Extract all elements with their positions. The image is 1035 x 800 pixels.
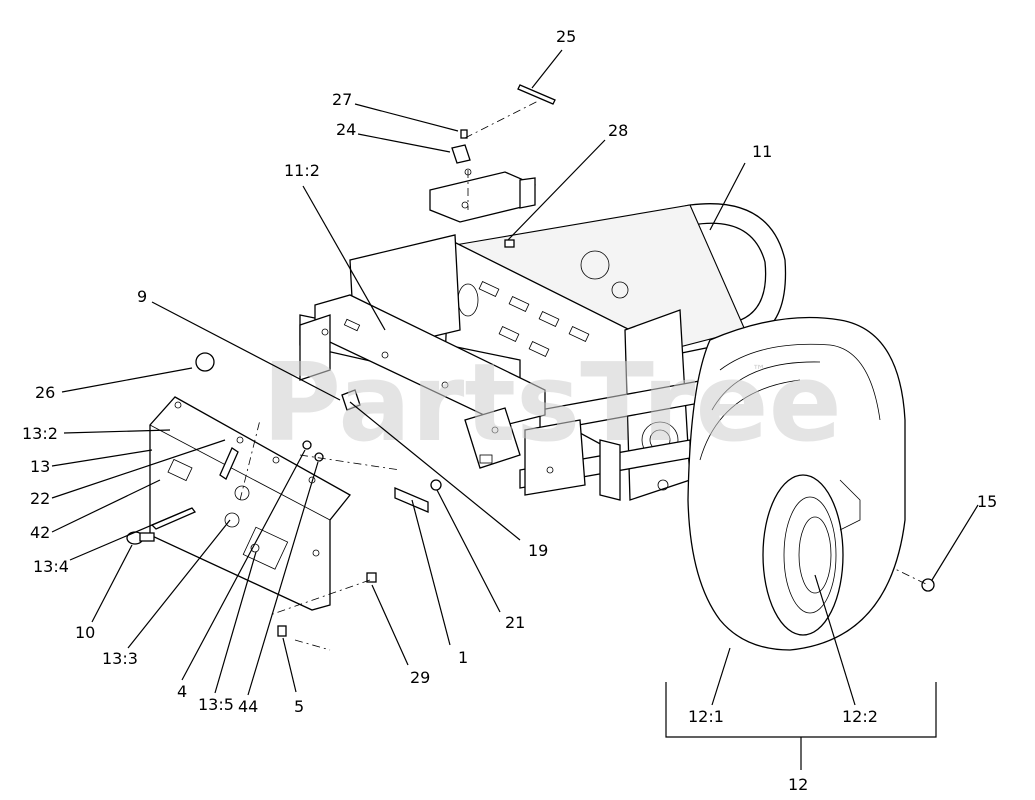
callout-10: 10	[75, 623, 95, 642]
seat-mount-plate	[429, 168, 536, 223]
callout-15: 15	[977, 492, 997, 511]
callout-21: 21	[505, 613, 525, 632]
callout-labels: 25 27 24 28 11 11:2 9 26 13:2 13 22 42 1…	[22, 27, 997, 794]
callout-28: 28	[608, 121, 628, 140]
hardware	[126, 84, 935, 637]
watermark-text: PartsTree	[262, 341, 842, 466]
callout-9: 9	[137, 287, 147, 306]
group-bracket-12	[665, 682, 937, 770]
callout-19: 19	[528, 541, 548, 560]
callout-12-2: 12:2	[842, 707, 878, 726]
callout-12-1: 12:1	[688, 707, 724, 726]
callout-22: 22	[30, 489, 50, 508]
leader-lines	[51, 49, 979, 706]
callout-13-2: 13:2	[22, 424, 58, 443]
watermark: PartsTree ™	[262, 341, 842, 466]
callout-5: 5	[294, 697, 304, 716]
callout-11-2: 11:2	[284, 161, 320, 180]
callout-24: 24	[336, 120, 356, 139]
callout-27: 27	[332, 90, 352, 109]
callout-13-4: 13:4	[33, 557, 69, 576]
callout-12: 12	[788, 775, 808, 794]
wheel-assembly	[687, 316, 906, 651]
watermark-trademark: ™	[752, 363, 766, 379]
callout-13-5: 13:5	[198, 695, 234, 714]
front-cross-bracket	[299, 294, 546, 469]
callout-13-3: 13:3	[102, 649, 138, 668]
callout-42: 42	[30, 523, 50, 542]
callout-44: 44	[238, 697, 258, 716]
callout-11: 11	[752, 142, 772, 161]
callout-29: 29	[410, 668, 430, 687]
callout-26: 26	[35, 383, 55, 402]
callout-13: 13	[30, 457, 50, 476]
callout-25: 25	[556, 27, 576, 46]
callout-1: 1	[458, 648, 468, 667]
callout-4: 4	[177, 682, 187, 701]
